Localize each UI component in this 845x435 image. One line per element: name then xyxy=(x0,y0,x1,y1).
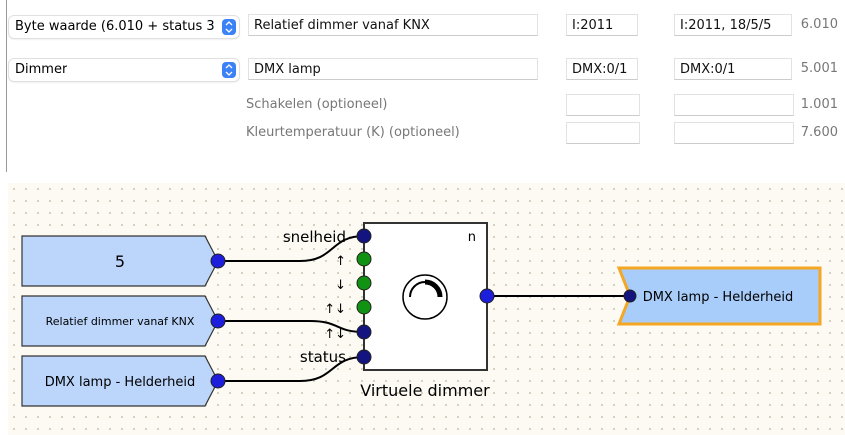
address-input-2[interactable]: DMX:0/1 xyxy=(566,58,638,80)
input-block-label: 5 xyxy=(115,252,125,271)
dpt-2: 5.001 xyxy=(800,61,838,76)
optional-label-1: Schakelen (optioneel) xyxy=(246,97,388,112)
type-select-1[interactable]: Byte waarde (6.010 + status 3.007) xyxy=(9,16,239,38)
chevron-updown-icon xyxy=(222,62,236,78)
optional-address2-input-1[interactable] xyxy=(674,94,794,116)
port-status[interactable] xyxy=(356,349,372,365)
wire xyxy=(218,356,365,382)
input-block-label: DMX lamp - Helderheid xyxy=(45,375,196,390)
block-title: Virtuele dimmer xyxy=(360,381,490,400)
block-corner-label: n xyxy=(468,230,476,245)
output-block-label: DMX lamp - Helderheid xyxy=(643,290,794,305)
port-input-3[interactable] xyxy=(210,373,226,389)
port-input-1[interactable] xyxy=(210,253,226,269)
input-block-label: Relatief dimmer vanaf KNX xyxy=(46,315,195,328)
port-label-up: ↑ xyxy=(335,254,346,269)
optional-dpt-1: 1.001 xyxy=(800,97,838,112)
dimmer-knob-icon xyxy=(402,274,448,320)
optional-address-input-2[interactable] xyxy=(566,122,640,144)
port-label-status: status xyxy=(300,348,346,366)
port-output[interactable] xyxy=(479,288,495,304)
port-label-down: ↓ xyxy=(335,278,346,293)
optional-label-2: Kleurtemperatuur (K) (optioneel) xyxy=(246,125,460,140)
port-snelheid[interactable] xyxy=(356,228,372,244)
divider xyxy=(6,0,7,172)
optional-dpt-2: 7.600 xyxy=(800,125,838,140)
type-select-value: Byte waarde (6.010 + status 3.007) xyxy=(15,19,215,34)
wire xyxy=(218,320,365,333)
port-label-updown: ↑↓ xyxy=(324,302,346,317)
wire xyxy=(218,235,365,262)
chevron-updown-icon xyxy=(222,19,236,35)
optional-address2-input-2[interactable] xyxy=(674,122,794,144)
wires xyxy=(218,235,628,382)
type-select-value: Dimmer xyxy=(15,62,68,77)
type-select-2[interactable]: Dimmer xyxy=(9,59,239,81)
input-block-1[interactable]: 5 xyxy=(21,235,219,287)
address-input-1[interactable]: I:2011 xyxy=(566,14,638,36)
port-updown[interactable] xyxy=(356,299,372,315)
optional-address-input-1[interactable] xyxy=(566,94,640,116)
input-block-3[interactable]: DMX lamp - Helderheid xyxy=(21,355,219,407)
address2-input-1[interactable]: I:2011, 18/5/5 xyxy=(674,14,792,36)
address2-input-2[interactable]: DMX:0/1 xyxy=(674,58,792,80)
name-input-2[interactable]: DMX lamp xyxy=(248,58,538,80)
port-up[interactable] xyxy=(356,251,372,267)
dpt-1: 6.010 xyxy=(800,17,838,32)
input-block-2[interactable]: Relatief dimmer vanaf KNX xyxy=(21,295,219,347)
output-block[interactable]: DMX lamp - Helderheid xyxy=(616,266,822,326)
port-input-2[interactable] xyxy=(210,313,226,329)
port-label-updown-2: ↑↓ xyxy=(324,327,346,342)
port-label-snelheid: snelheid xyxy=(283,228,346,246)
virtual-dimmer-block[interactable]: n Virtuele dimmer xyxy=(360,222,490,400)
port-output-block[interactable] xyxy=(623,289,637,303)
port-updown-2[interactable] xyxy=(356,324,372,340)
port-down[interactable] xyxy=(356,275,372,291)
name-input-1[interactable]: Relatief dimmer vanaf KNX xyxy=(248,14,538,36)
